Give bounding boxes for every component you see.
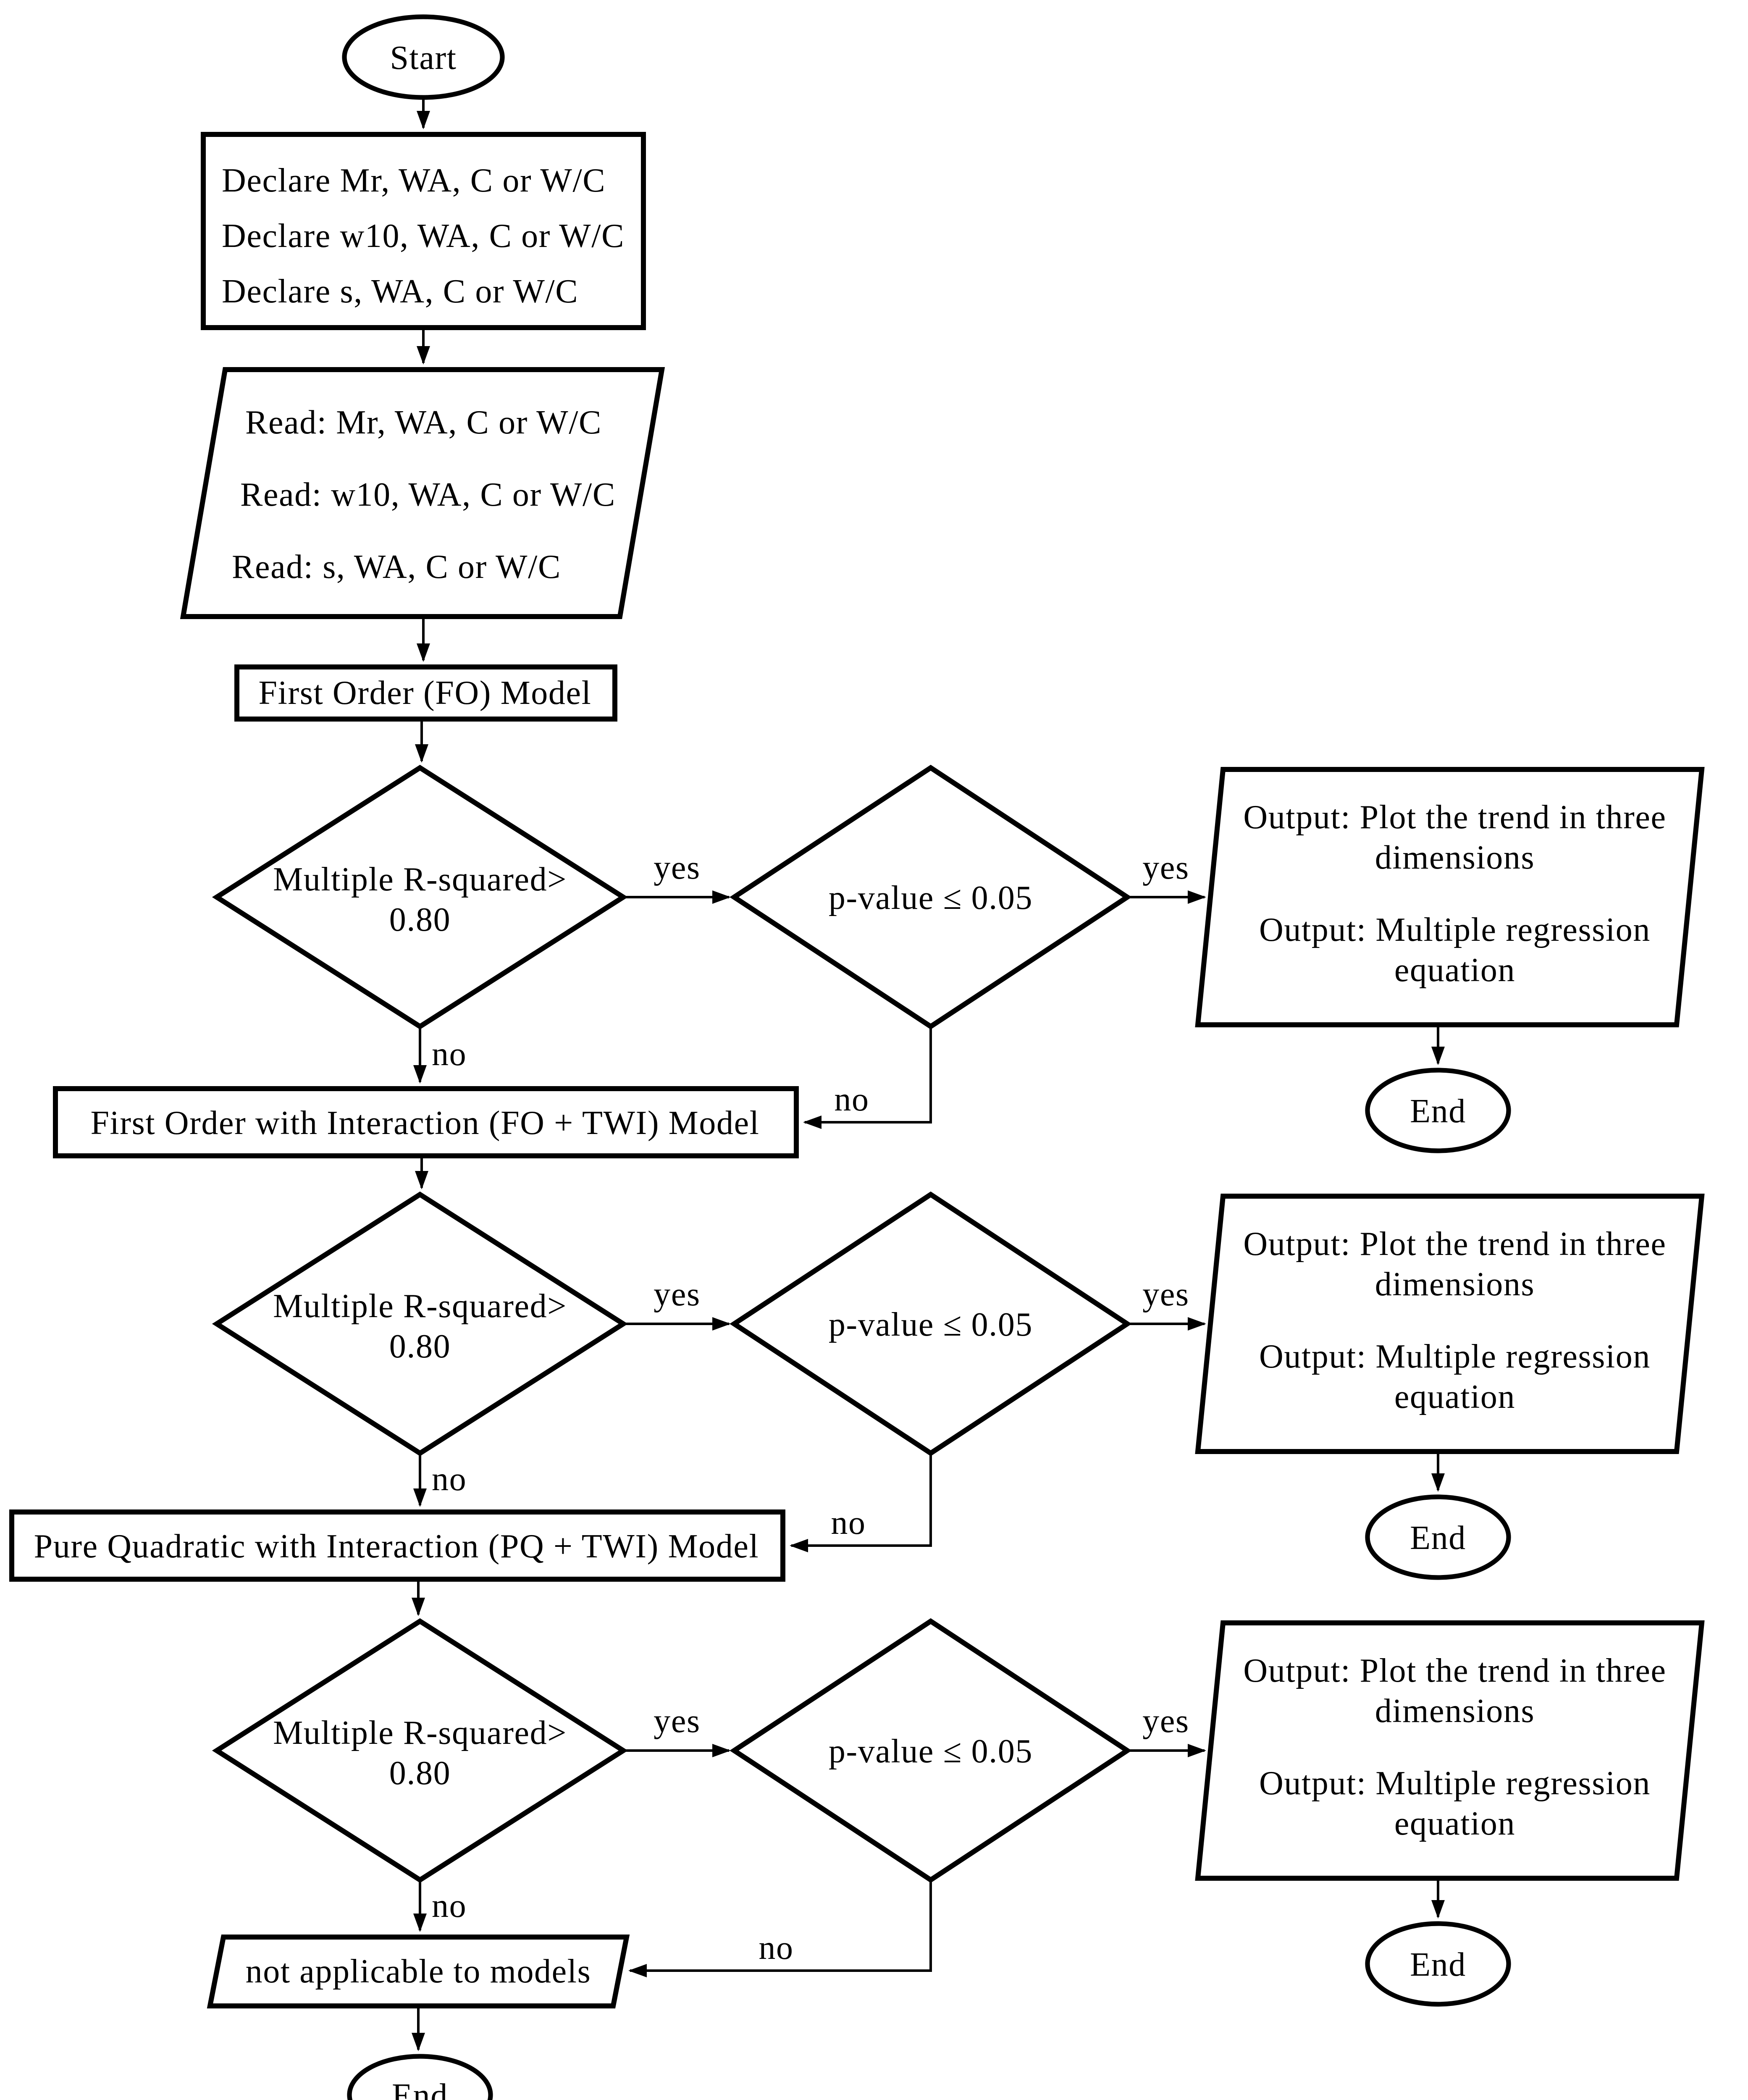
not-applicable-label: not applicable to models bbox=[246, 1953, 591, 1990]
end-terminator-3 bbox=[1365, 1921, 1511, 2007]
r2-diamond-1-line2: 0.80 bbox=[389, 901, 451, 938]
end-label-bottom: End bbox=[392, 2077, 448, 2100]
read-line-2: Read: w10, WA, C or W/C bbox=[240, 476, 616, 513]
end-label-3: End bbox=[1410, 1946, 1466, 1983]
fo-model-box bbox=[234, 664, 617, 722]
yes-label-3b: yes bbox=[1142, 1703, 1189, 1740]
output-1-line-1: Output: Plot the trend in three bbox=[1243, 799, 1666, 836]
end-label-1: End bbox=[1410, 1093, 1466, 1130]
output-parallelogram-3 bbox=[1195, 1620, 1705, 1881]
p-diamond-3-label: p-value ≤ 0.05 bbox=[829, 1733, 1033, 1770]
end-terminator-bottom bbox=[347, 2054, 493, 2100]
arrow-p-no-2 bbox=[790, 1453, 932, 1552]
no-label-2a: no bbox=[432, 1461, 467, 1498]
output-parallelogram-1 bbox=[1195, 767, 1705, 1027]
yes-label-1b: yes bbox=[1142, 849, 1189, 886]
read-line-1: Read: Mr, WA, C or W/C bbox=[245, 404, 602, 441]
r2-diamond-1-line1: Multiple R-squared> bbox=[273, 861, 567, 898]
output-2-line-1: Output: Plot the trend in three bbox=[1243, 1226, 1666, 1263]
no-label-3b: no bbox=[759, 1929, 793, 1966]
yes-label-1a: yes bbox=[654, 849, 700, 886]
yes-label-3a: yes bbox=[654, 1703, 700, 1740]
r2-diamond-2-line1: Multiple R-squared> bbox=[273, 1288, 567, 1325]
no-label-1b: no bbox=[834, 1081, 869, 1118]
pq-twi-model-label: Pure Quadratic with Interaction (PQ + TW… bbox=[34, 1528, 759, 1565]
r2-diamond-3-line1: Multiple R-squared> bbox=[273, 1714, 567, 1751]
declare-line-1: Declare Mr, WA, C or W/C bbox=[222, 162, 606, 199]
yes-label-2b: yes bbox=[1142, 1276, 1189, 1313]
start-label: Start bbox=[390, 39, 457, 76]
p-diamond-2-label: p-value ≤ 0.05 bbox=[829, 1306, 1033, 1343]
arrow-p-no-3 bbox=[628, 1880, 932, 1977]
not-applicable-parallelogram bbox=[207, 1935, 630, 2008]
output-3-line-2: dimensions bbox=[1375, 1693, 1535, 1730]
declare-line-3: Declare s, WA, C or W/C bbox=[222, 273, 578, 310]
output-1-line-2: dimensions bbox=[1375, 839, 1535, 876]
yes-label-2a: yes bbox=[654, 1276, 700, 1313]
declare-line-2: Declare w10, WA, C or W/C bbox=[222, 218, 625, 255]
fo-model-label: First Order (FO) Model bbox=[259, 675, 592, 711]
declare-box bbox=[201, 132, 646, 330]
output-1-line-4: equation bbox=[1394, 952, 1515, 989]
no-label-3a: no bbox=[432, 1887, 467, 1924]
read-line-3: Read: s, WA, C or W/C bbox=[232, 549, 561, 585]
output-parallelogram-2 bbox=[1195, 1194, 1705, 1454]
output-3-line-1: Output: Plot the trend in three bbox=[1243, 1652, 1666, 1689]
end-label-2: End bbox=[1410, 1520, 1466, 1557]
output-3-line-3: Output: Multiple regression bbox=[1259, 1765, 1651, 1802]
end-terminator-2 bbox=[1365, 1494, 1511, 1580]
arrow-p-no-1 bbox=[803, 1026, 932, 1129]
read-parallelogram bbox=[180, 367, 665, 619]
output-2-line-2: dimensions bbox=[1375, 1266, 1535, 1303]
no-label-2b: no bbox=[831, 1504, 866, 1541]
pq-twi-model-box bbox=[9, 1509, 785, 1582]
output-1-line-3: Output: Multiple regression bbox=[1259, 911, 1651, 948]
fo-twi-model-label: First Order with Interaction (FO + TWI) … bbox=[90, 1105, 759, 1142]
no-label-1a: no bbox=[432, 1036, 467, 1073]
output-2-line-4: equation bbox=[1394, 1378, 1515, 1415]
output-3-line-4: equation bbox=[1394, 1805, 1515, 1842]
fo-twi-model-box bbox=[53, 1086, 799, 1158]
p-diamond-1-label: p-value ≤ 0.05 bbox=[829, 879, 1033, 916]
r2-diamond-3-line2: 0.80 bbox=[389, 1755, 451, 1792]
r2-diamond-2-line2: 0.80 bbox=[389, 1328, 451, 1365]
output-2-line-3: Output: Multiple regression bbox=[1259, 1338, 1651, 1375]
end-terminator-1 bbox=[1365, 1068, 1511, 1153]
